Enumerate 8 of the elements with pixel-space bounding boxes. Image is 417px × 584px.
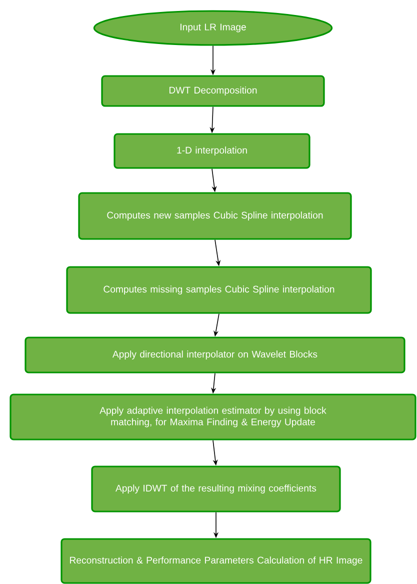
process-box: DWT Decomposition — [101, 75, 325, 107]
process-box: Computes missing samples Cubic Spline interpolation — [66, 266, 372, 314]
process-box: Computes new samples Cubic Spline interpolation — [78, 192, 352, 240]
process-box: Apply IDWT of the resulting mixing coefficients — [91, 466, 341, 512]
process-box: Apply directional interpolator on Wavelet Blocks — [24, 336, 406, 374]
process-box: Reconstruction & Performance Parameters Calculation of HR Image — [60, 538, 372, 584]
process-box: Apply adaptive interpolation estimator by using block matching, for Maxima Finding & Energy Update — [10, 394, 416, 440]
process-box: 1-D interpolation — [114, 133, 310, 169]
